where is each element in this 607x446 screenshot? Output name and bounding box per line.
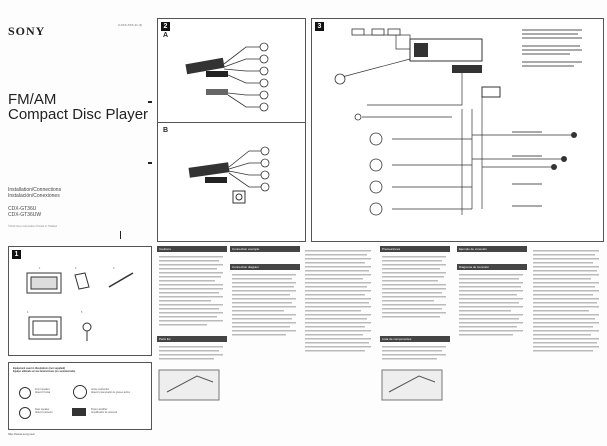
title-line-2: Compact Disc Player (8, 106, 149, 123)
fold-mark (148, 162, 152, 164)
item-number: 3 (113, 267, 115, 270)
section-2-panel: 2 A B (157, 18, 306, 242)
copyright-line: ©2010 Sony Corporation Printed in Thaila… (8, 225, 58, 228)
model-numbers: CDX-GT36U CDX-GT36UW (8, 206, 41, 218)
parts-illustration (26, 272, 134, 341)
panel-divider (158, 122, 305, 123)
item-number: 4 (27, 311, 29, 314)
equipment-legend: Equipment used in illustrations (not sup… (8, 362, 152, 430)
power-amplifier-icon (72, 408, 86, 416)
part-number: 3-XXX-XXX-11 (1) (118, 23, 143, 27)
legend-heading: Equipment used in illustrations (not sup… (13, 367, 75, 373)
legend-label-subwoofer: Active subwoofer Altavoz potenciador de … (91, 388, 147, 394)
model-1: CDX-GT36U (8, 206, 37, 212)
legend-label-line: Active subwoofer (91, 388, 110, 391)
legend-heading-line-1: Equipment used in illustrations (not sup… (13, 367, 66, 370)
subtitle-line-1: Installation/Connections (8, 187, 62, 193)
legend-label-front-speaker: Front speaker Altavoz frontal (35, 388, 50, 394)
legend-label-line: Front speaker (35, 388, 50, 391)
front-speaker-icon (19, 387, 31, 399)
column-header: Lista de componentes (380, 336, 450, 342)
section-1-panel: 1 1 2 3 4 5 (8, 246, 152, 356)
column-header: Cautions (157, 246, 227, 252)
legend-label-amplifier: Power amplifier Amplificador de potencia (91, 408, 147, 414)
fold-mark (148, 101, 152, 103)
connection-diagram-b (188, 146, 270, 204)
rear-speaker-icon (19, 407, 31, 419)
section-letter: A (163, 32, 169, 39)
column-header: Precauciones (380, 246, 450, 252)
column-header: Connection diagram (230, 264, 300, 270)
section-number: 1 (12, 250, 21, 259)
legend-label-line: Altavoz potenciador de graves activo (91, 391, 131, 394)
column-header: Ejemplo de conexión (457, 246, 527, 252)
column-header: Connection example (230, 246, 300, 252)
section-letter: B (163, 127, 169, 134)
legend-label-line: Rear speaker (35, 408, 50, 411)
fold-mark (120, 231, 121, 239)
legend-label-line: Altavoz posterior (35, 411, 53, 414)
model-2: CDX-GT36UW (8, 212, 42, 218)
item-number: 5 (81, 311, 83, 314)
website-url: http://www.sony.net/ (8, 432, 35, 436)
manual-subtitle: Installation/Connections Instalación/Con… (8, 187, 61, 199)
section-3-panel: 3 (311, 18, 604, 242)
item-number: 2 (75, 267, 77, 270)
legend-label-line: Altavoz frontal (35, 391, 51, 394)
wiring-diagram (334, 28, 582, 216)
legend-heading-line-2: Equipo utilizado en las ilustraciones (n… (13, 370, 76, 373)
item-number: 1 (39, 267, 41, 270)
product-title: FM/AM Compact Disc Player (8, 92, 148, 122)
text-lines (158, 250, 599, 401)
section-number: 2 (161, 22, 170, 31)
connection-diagram-a (185, 42, 269, 112)
subtitle-line-2: Instalación/Conexiones (8, 193, 60, 199)
title-line-1: FM/AM (8, 91, 57, 108)
legend-label-line: Amplificador de potencia (91, 411, 118, 414)
instructions-columns: Cautions Connection example Connection d… (157, 246, 602, 438)
brand-logo: SONY (8, 24, 46, 38)
legend-label-line: Power amplifier (91, 408, 108, 411)
column-header: Parts list (157, 336, 227, 342)
legend-label-rear-speaker: Rear speaker Altavoz posterior (35, 408, 53, 414)
section-number: 3 (315, 22, 324, 31)
column-header: Diagrama de conexión (457, 264, 527, 270)
subwoofer-icon (73, 385, 87, 399)
